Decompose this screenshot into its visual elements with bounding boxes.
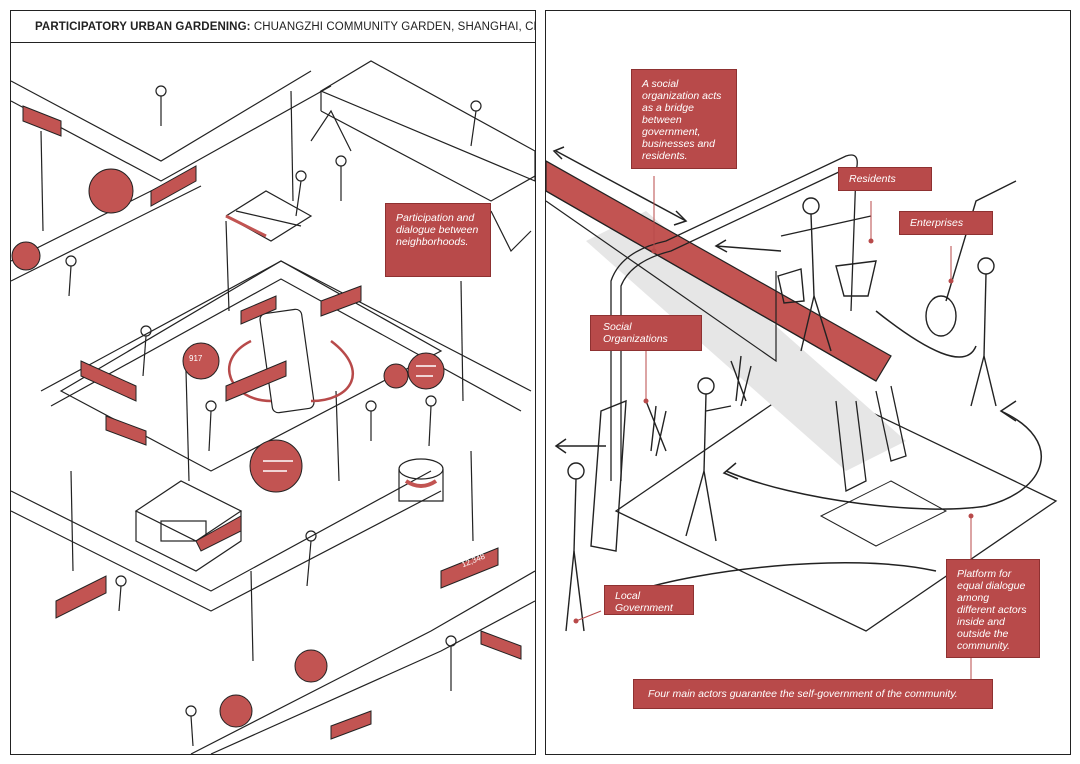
callout-bridge-text: A social organization acts as a bridge b… (642, 78, 722, 162)
page-title-rest: CHUANGZHI COMMUNITY GARDEN, SHANGHAI, CH… (250, 21, 536, 33)
callout-participation-text: Participation and dialogue between neigh… (396, 212, 479, 248)
callout-social-text: Social Organizations (603, 321, 668, 345)
left-panel: PARTICIPATORY URBAN GARDENING: CHUANGZHI… (10, 10, 536, 755)
callout-enterprises: Enterprises (899, 211, 993, 235)
person-figure (155, 85, 167, 126)
callout-local-government: Local Government (604, 585, 694, 615)
garden-isometric-illustration (11, 60, 535, 754)
callout-social-organizations: Social Organizations (590, 315, 702, 351)
like-bubble-icon (182, 342, 220, 380)
page-title-bold: PARTICIPATORY URBAN GARDENING: (35, 21, 251, 33)
callout-bridge: A social organization acts as a bridge b… (631, 69, 737, 169)
callout-residents-text: Residents (849, 173, 896, 185)
callout-participation: Participation and dialogue between neigh… (385, 203, 491, 277)
likes-count: 917 (189, 354, 203, 363)
callout-residents: Residents (838, 167, 932, 191)
wechat-bubble-icon (88, 168, 134, 214)
callout-four-actors: Four main actors guarantee the self-gove… (633, 679, 993, 709)
callout-platform: Platform for equal dialogue among differ… (946, 559, 1040, 658)
callout-enterprises-text: Enterprises (910, 217, 964, 229)
callout-government-text: Local Government (615, 590, 673, 614)
page-title: PARTICIPATORY URBAN GARDENING: CHUANGZHI… (11, 11, 535, 43)
right-panel: A social organization acts as a bridge b… (545, 10, 1071, 755)
callout-platform-text: Platform for equal dialogue among differ… (957, 568, 1027, 652)
callout-four-text: Four main actors guarantee the self-gove… (648, 688, 958, 700)
